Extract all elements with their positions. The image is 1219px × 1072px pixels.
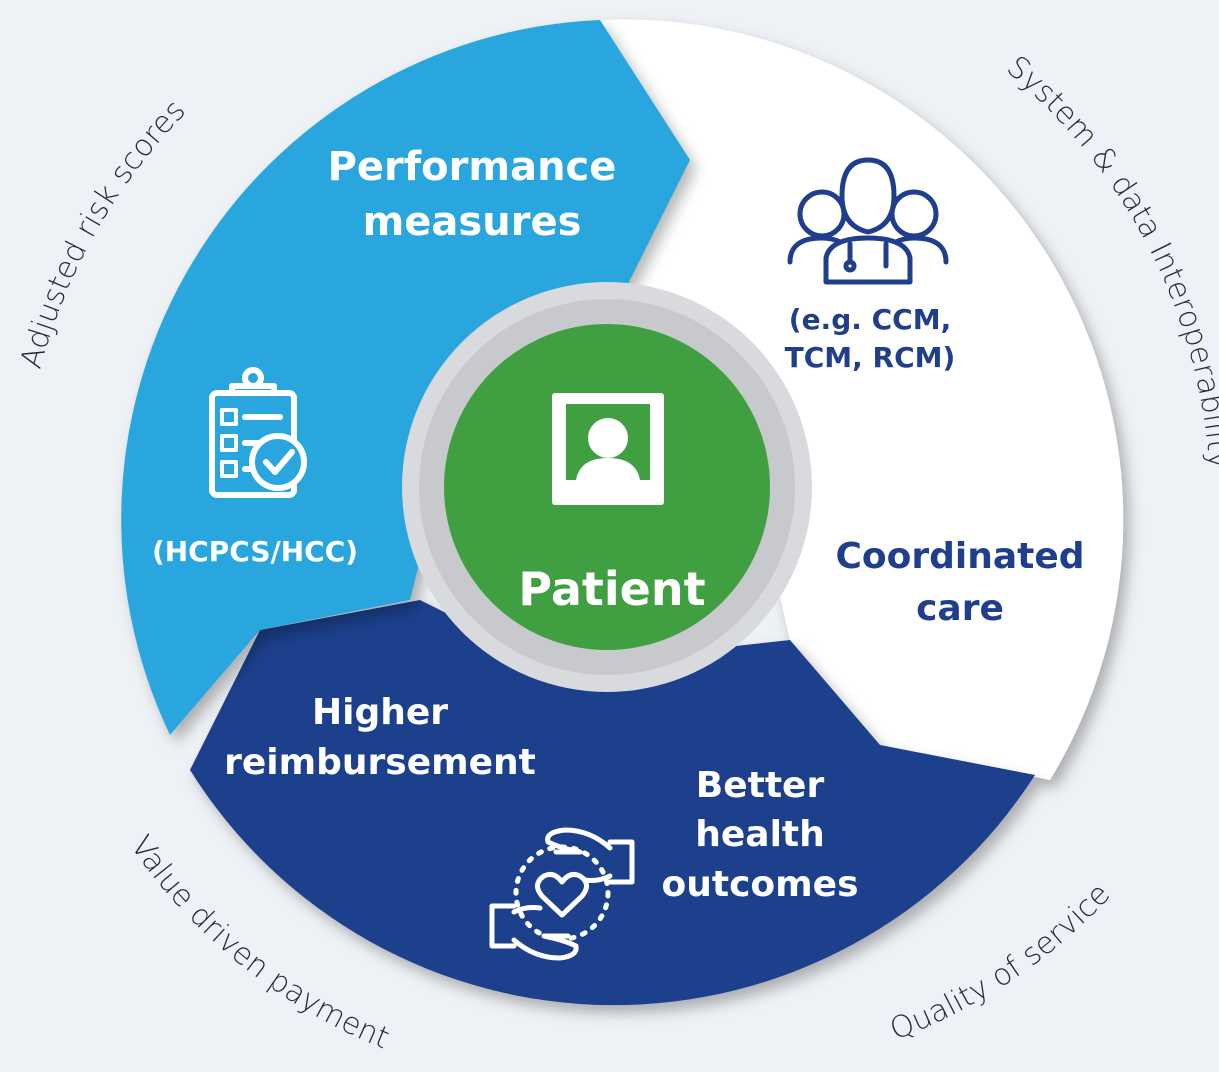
outcomes-title-line3: outcomes bbox=[662, 864, 859, 905]
performance-measures-segment bbox=[121, 20, 691, 735]
performance-code: (HCPCS/HCC) bbox=[152, 535, 358, 568]
outcomes-title-line2: health bbox=[695, 814, 825, 855]
arc-label-quality: Quality of service bbox=[885, 877, 1117, 1048]
clipboard-checklist-icon bbox=[209, 367, 307, 498]
coordinated-example-line1: (e.g. CCM, bbox=[789, 303, 951, 336]
caring-hands-heart-icon bbox=[489, 827, 635, 961]
performance-title-line2: measures bbox=[363, 199, 582, 245]
reimbursement-outcomes-segment bbox=[190, 600, 1035, 1006]
coordinated-care-segment bbox=[600, 19, 1124, 781]
reimbursement-title-line1: Higher bbox=[312, 692, 448, 733]
performance-title-line1: Performance bbox=[328, 144, 617, 190]
reimbursement-title-line2: reimbursement bbox=[224, 742, 536, 783]
patient-icon bbox=[552, 393, 664, 505]
center-label: Patient bbox=[518, 562, 705, 616]
coordinated-example-line2: TCM, RCM) bbox=[785, 341, 956, 374]
coordinated-title-line1: Coordinated bbox=[835, 536, 1084, 577]
care-team-icon bbox=[787, 157, 949, 285]
coordinated-title-line2: care bbox=[916, 588, 1004, 629]
outcomes-title-line1: Better bbox=[696, 765, 825, 806]
